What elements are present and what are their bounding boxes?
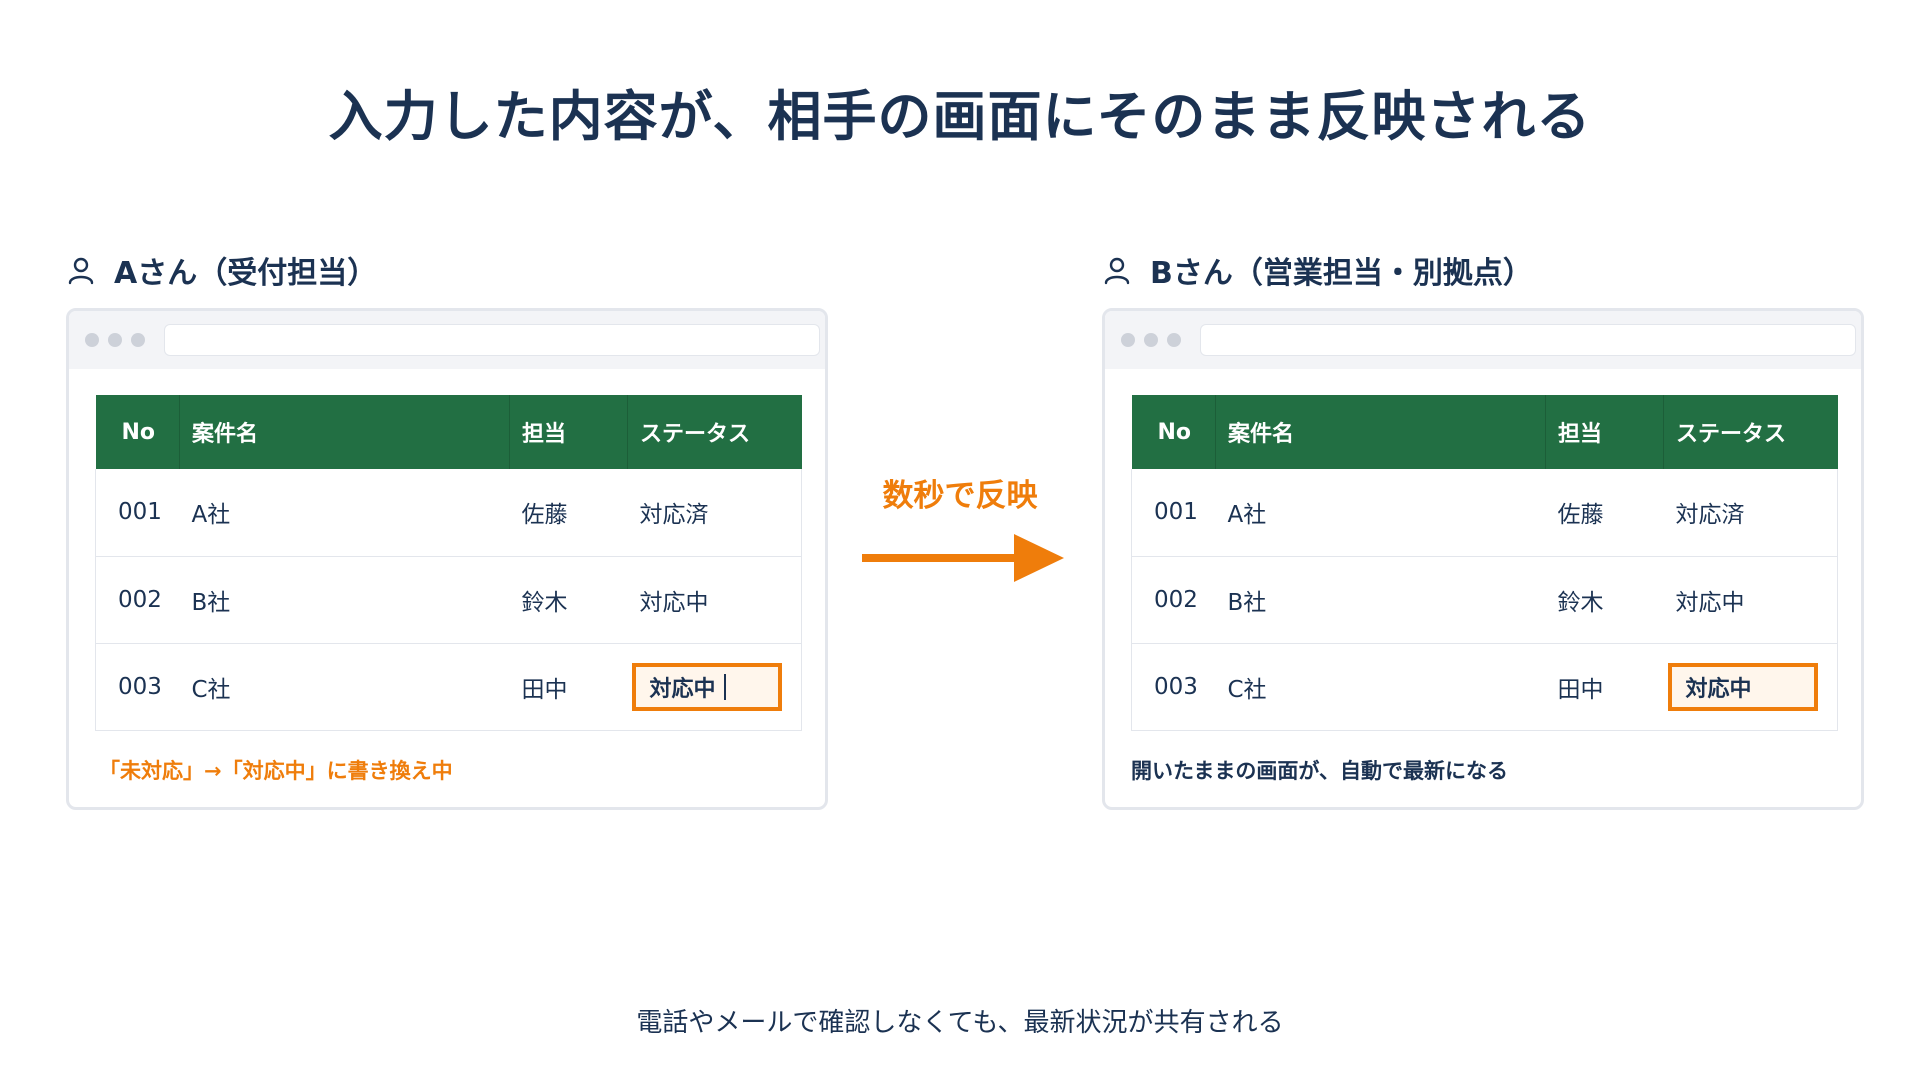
user-label-a: Aさん（受付担当） — [66, 248, 377, 292]
window-dot-icon — [85, 333, 99, 347]
address-bar[interactable] — [164, 324, 820, 356]
column-header-name: 案件名 — [179, 395, 510, 469]
status-updated-value: 対応中 — [1667, 662, 1818, 711]
cell-no: 003 — [95, 643, 180, 731]
column-header-status: ステータス — [1663, 395, 1838, 469]
table-row: 003 C社 田中 対応中 — [95, 643, 802, 731]
table-row: 003 C社 田中 対応中 — [1131, 643, 1838, 731]
cell-status: 対応済 — [1663, 469, 1838, 557]
sync-note: 開いたままの画面が、自動で最新になる — [1131, 759, 1508, 783]
table-row: 002 B社 鈴木 対応中 — [1131, 556, 1838, 644]
cell-no: 001 — [95, 469, 180, 557]
column-header-owner: 担当 — [509, 395, 628, 469]
case-table: No 案件名 担当 ステータス 001 A社 佐藤 対応済 002 B社 鈴木 — [95, 395, 802, 731]
cell-owner: 田中 — [1545, 643, 1664, 731]
status-edit-input[interactable]: 対応中 — [631, 662, 782, 711]
table-row: 001 A社 佐藤 対応済 — [95, 469, 802, 557]
cell-status: 対応済 — [627, 469, 802, 557]
column-header-status: ステータス — [627, 395, 802, 469]
slide-title: 入力した内容が、相手の画面にそのまま反映される — [328, 85, 1592, 148]
window-dot-icon — [131, 333, 145, 347]
edit-note: 「未対応」→「対応中」に書き換え中 — [99, 759, 453, 783]
arrow-right-icon — [862, 534, 1064, 582]
person-icon — [1104, 257, 1130, 285]
text-caret — [723, 673, 726, 700]
cell-owner: 田中 — [509, 643, 628, 731]
column-header-no: No — [1131, 395, 1216, 469]
window-dot-icon — [108, 333, 122, 347]
table-header-row: No 案件名 担当 ステータス — [95, 395, 802, 469]
column-header-owner: 担当 — [1545, 395, 1664, 469]
window-dot-icon — [1121, 333, 1135, 347]
cell-no: 002 — [1131, 556, 1216, 644]
cell-status: 対応中 — [1663, 556, 1838, 644]
cell-name: A社 — [179, 469, 510, 557]
user-label-text: Bさん（営業担当・別拠点） — [1150, 256, 1533, 291]
user-label-text: Aさん（受付担当） — [114, 256, 378, 291]
person-icon — [68, 257, 94, 285]
column-header-name: 案件名 — [1215, 395, 1546, 469]
cell-status-highlight: 対応中 — [1663, 643, 1838, 731]
cell-no: 003 — [1131, 643, 1216, 731]
cell-name: B社 — [179, 556, 510, 644]
cell-name: C社 — [179, 643, 510, 731]
browser-window-a: No 案件名 担当 ステータス 001 A社 佐藤 対応済 002 B社 鈴木 — [66, 308, 828, 810]
table-header-row: No 案件名 担当 ステータス — [1131, 395, 1838, 469]
window-chrome — [1105, 311, 1861, 369]
table-row: 001 A社 佐藤 対応済 — [1131, 469, 1838, 557]
cell-name: C社 — [1215, 643, 1546, 731]
cell-owner: 鈴木 — [1545, 556, 1664, 644]
cell-status-editing: 対応中 — [627, 643, 802, 731]
table-row: 002 B社 鈴木 対応中 — [95, 556, 802, 644]
column-header-no: No — [95, 395, 180, 469]
cell-owner: 佐藤 — [1545, 469, 1664, 557]
case-table: No 案件名 担当 ステータス 001 A社 佐藤 対応済 002 B社 鈴木 — [1131, 395, 1838, 731]
browser-window-b: No 案件名 担当 ステータス 001 A社 佐藤 対応済 002 B社 鈴木 — [1102, 308, 1864, 810]
cell-status: 対応中 — [627, 556, 802, 644]
window-chrome — [69, 311, 825, 369]
status-edit-value: 対応中 — [649, 676, 716, 702]
window-dot-icon — [1167, 333, 1181, 347]
window-dot-icon — [1144, 333, 1158, 347]
cell-owner: 鈴木 — [509, 556, 628, 644]
address-bar[interactable] — [1200, 324, 1856, 356]
cell-name: A社 — [1215, 469, 1546, 557]
arrow-label: 数秒で反映 — [882, 478, 1038, 514]
cell-name: B社 — [1215, 556, 1546, 644]
cell-owner: 佐藤 — [509, 469, 628, 557]
cell-no: 002 — [95, 556, 180, 644]
cell-no: 001 — [1131, 469, 1216, 557]
footer-caption: 電話やメールで確認しなくても、最新状況が共有される — [636, 1008, 1284, 1038]
user-label-b: Bさん（営業担当・別拠点） — [1102, 248, 1533, 292]
